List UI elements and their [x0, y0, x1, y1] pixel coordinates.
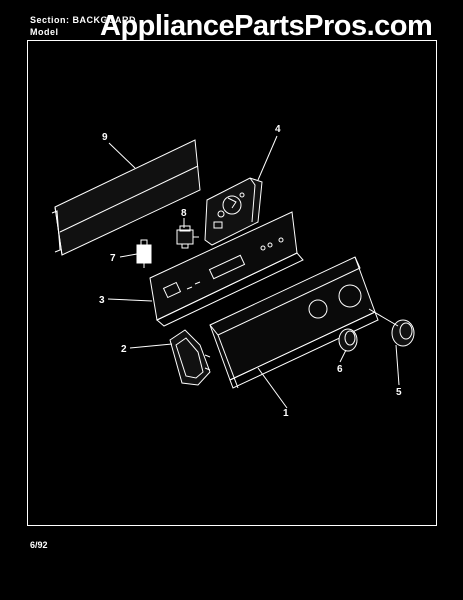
- part-8-switch: [176, 225, 199, 249]
- callout-4: 4: [275, 124, 281, 135]
- callout-7: 7: [110, 253, 116, 264]
- watermark: AppliancePartsPros.com: [100, 10, 433, 42]
- part-3-control-panel: [149, 211, 304, 327]
- callout-1: 1: [283, 408, 289, 419]
- callout-3: 3: [99, 295, 105, 306]
- callout-5: 5: [396, 387, 402, 398]
- diagram-frame: [27, 40, 437, 526]
- callout-9: 9: [102, 132, 108, 143]
- callout-8: 8: [181, 208, 187, 219]
- part-2-end-cap: [169, 329, 211, 386]
- part-6-knob: [338, 328, 358, 352]
- part-7-light: [136, 239, 152, 268]
- part-9-top-cover: [51, 139, 201, 256]
- model-label: Model: [30, 27, 59, 37]
- leader-lines: [107, 135, 400, 409]
- revision-date: 6/92: [30, 540, 48, 550]
- part-5-knob: [391, 319, 415, 347]
- callout-6: 6: [337, 364, 343, 375]
- section-value: BACKGUARD: [72, 15, 137, 25]
- callout-2: 2: [121, 344, 127, 355]
- callout-labels: 1 2 3 4 5 6 7 8 9: [99, 124, 402, 419]
- part-4-bracket: [204, 177, 263, 246]
- page-header: Section: BACKGUARD Model: [30, 14, 136, 38]
- section-label: Section:: [30, 15, 70, 25]
